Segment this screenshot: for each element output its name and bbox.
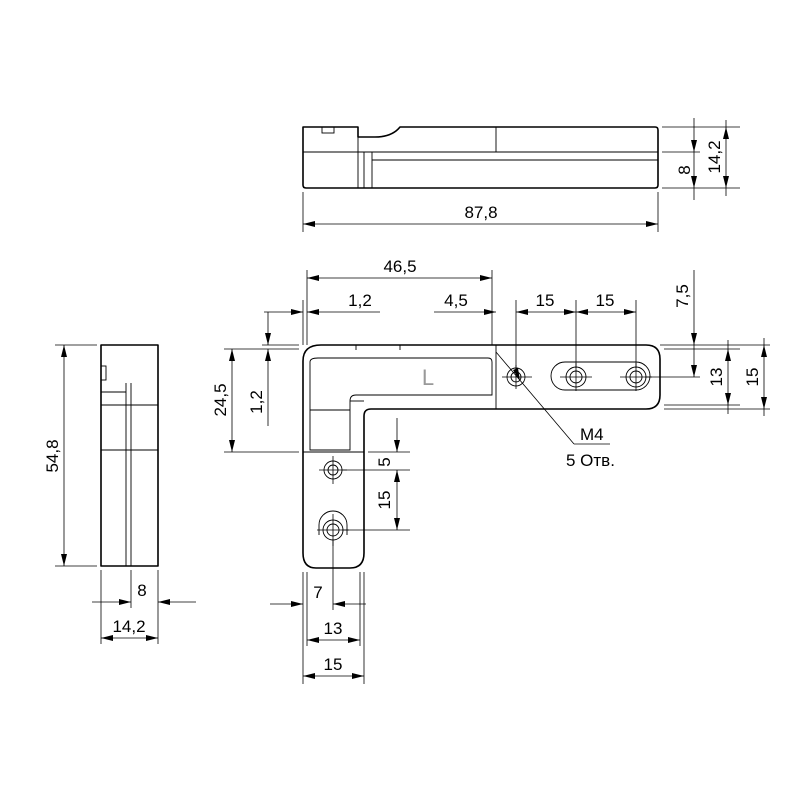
dim-15-bottom: 15: [324, 655, 343, 674]
dim-1-2-left: 1,2: [247, 390, 266, 414]
top-view-outline: [302, 126, 659, 189]
side-view: 54,8 8 14,2: [43, 344, 196, 644]
callout-thread: M4: [580, 425, 604, 444]
dim-24-5: 24,5: [211, 383, 230, 416]
dim-5: 5: [375, 457, 394, 466]
dim-87-8: 87,8: [464, 203, 497, 222]
mark-l: L: [422, 365, 434, 390]
dim-7-5: 7,5: [673, 284, 692, 308]
dim-14-2-side: 14,2: [112, 617, 145, 636]
dim-8-side: 8: [137, 581, 146, 600]
dim-54-8: 54,8: [43, 439, 62, 472]
dim-15-a: 15: [536, 291, 555, 310]
main-view-outline: [302, 344, 661, 569]
dim-8-top: 8: [675, 165, 694, 174]
dim-13-bottom: 13: [324, 619, 343, 638]
dim-14-2-top: 14,2: [705, 140, 724, 173]
main-view: L 46,5: [211, 257, 770, 684]
callout-leader: [495, 351, 575, 445]
dim-13-right: 13: [707, 368, 726, 387]
dim-7: 7: [313, 583, 322, 602]
side-view-outline: [100, 344, 159, 567]
dim-4-5: 4,5: [444, 291, 468, 310]
dim-15-vert: 15: [375, 491, 394, 510]
dim-15-b: 15: [596, 291, 615, 310]
dim-15-right: 15: [743, 368, 762, 387]
top-view: 87,8 8 14,2: [302, 118, 740, 232]
dim-46-5: 46,5: [383, 257, 416, 276]
callout-holes: 5 Отв.: [566, 451, 615, 470]
dim-1-2-top: 1,2: [348, 291, 372, 310]
